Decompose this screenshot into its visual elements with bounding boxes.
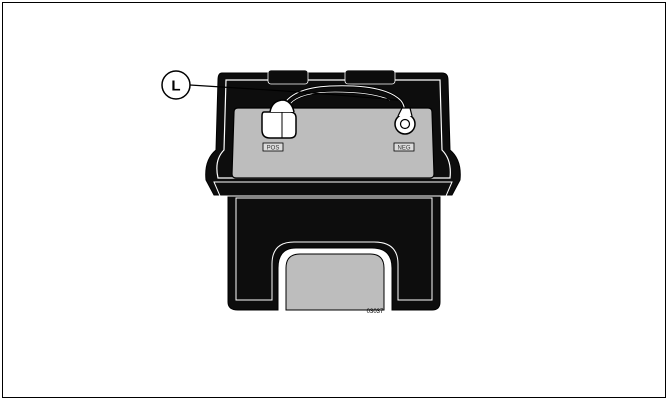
back-wall-tab-right <box>344 69 396 85</box>
positive-terminal <box>261 99 297 139</box>
neg-marking: NEG <box>397 146 410 152</box>
body-highlight <box>235 197 433 301</box>
figure-reference: 03037 <box>367 309 384 315</box>
pos-marking: POS <box>267 146 280 152</box>
housing-lip <box>213 181 453 197</box>
cable-harness-2-inner <box>289 91 391 105</box>
pos-marking-box <box>262 142 284 152</box>
front-opening <box>285 253 385 311</box>
callout-letter: L <box>171 78 180 95</box>
rim-highlight <box>216 79 451 179</box>
back-wall-tab-left <box>267 69 309 85</box>
housing-body <box>227 189 441 311</box>
callout-leader-line <box>189 84 399 101</box>
negative-terminal <box>394 107 416 135</box>
neg-marking-box <box>393 142 415 152</box>
